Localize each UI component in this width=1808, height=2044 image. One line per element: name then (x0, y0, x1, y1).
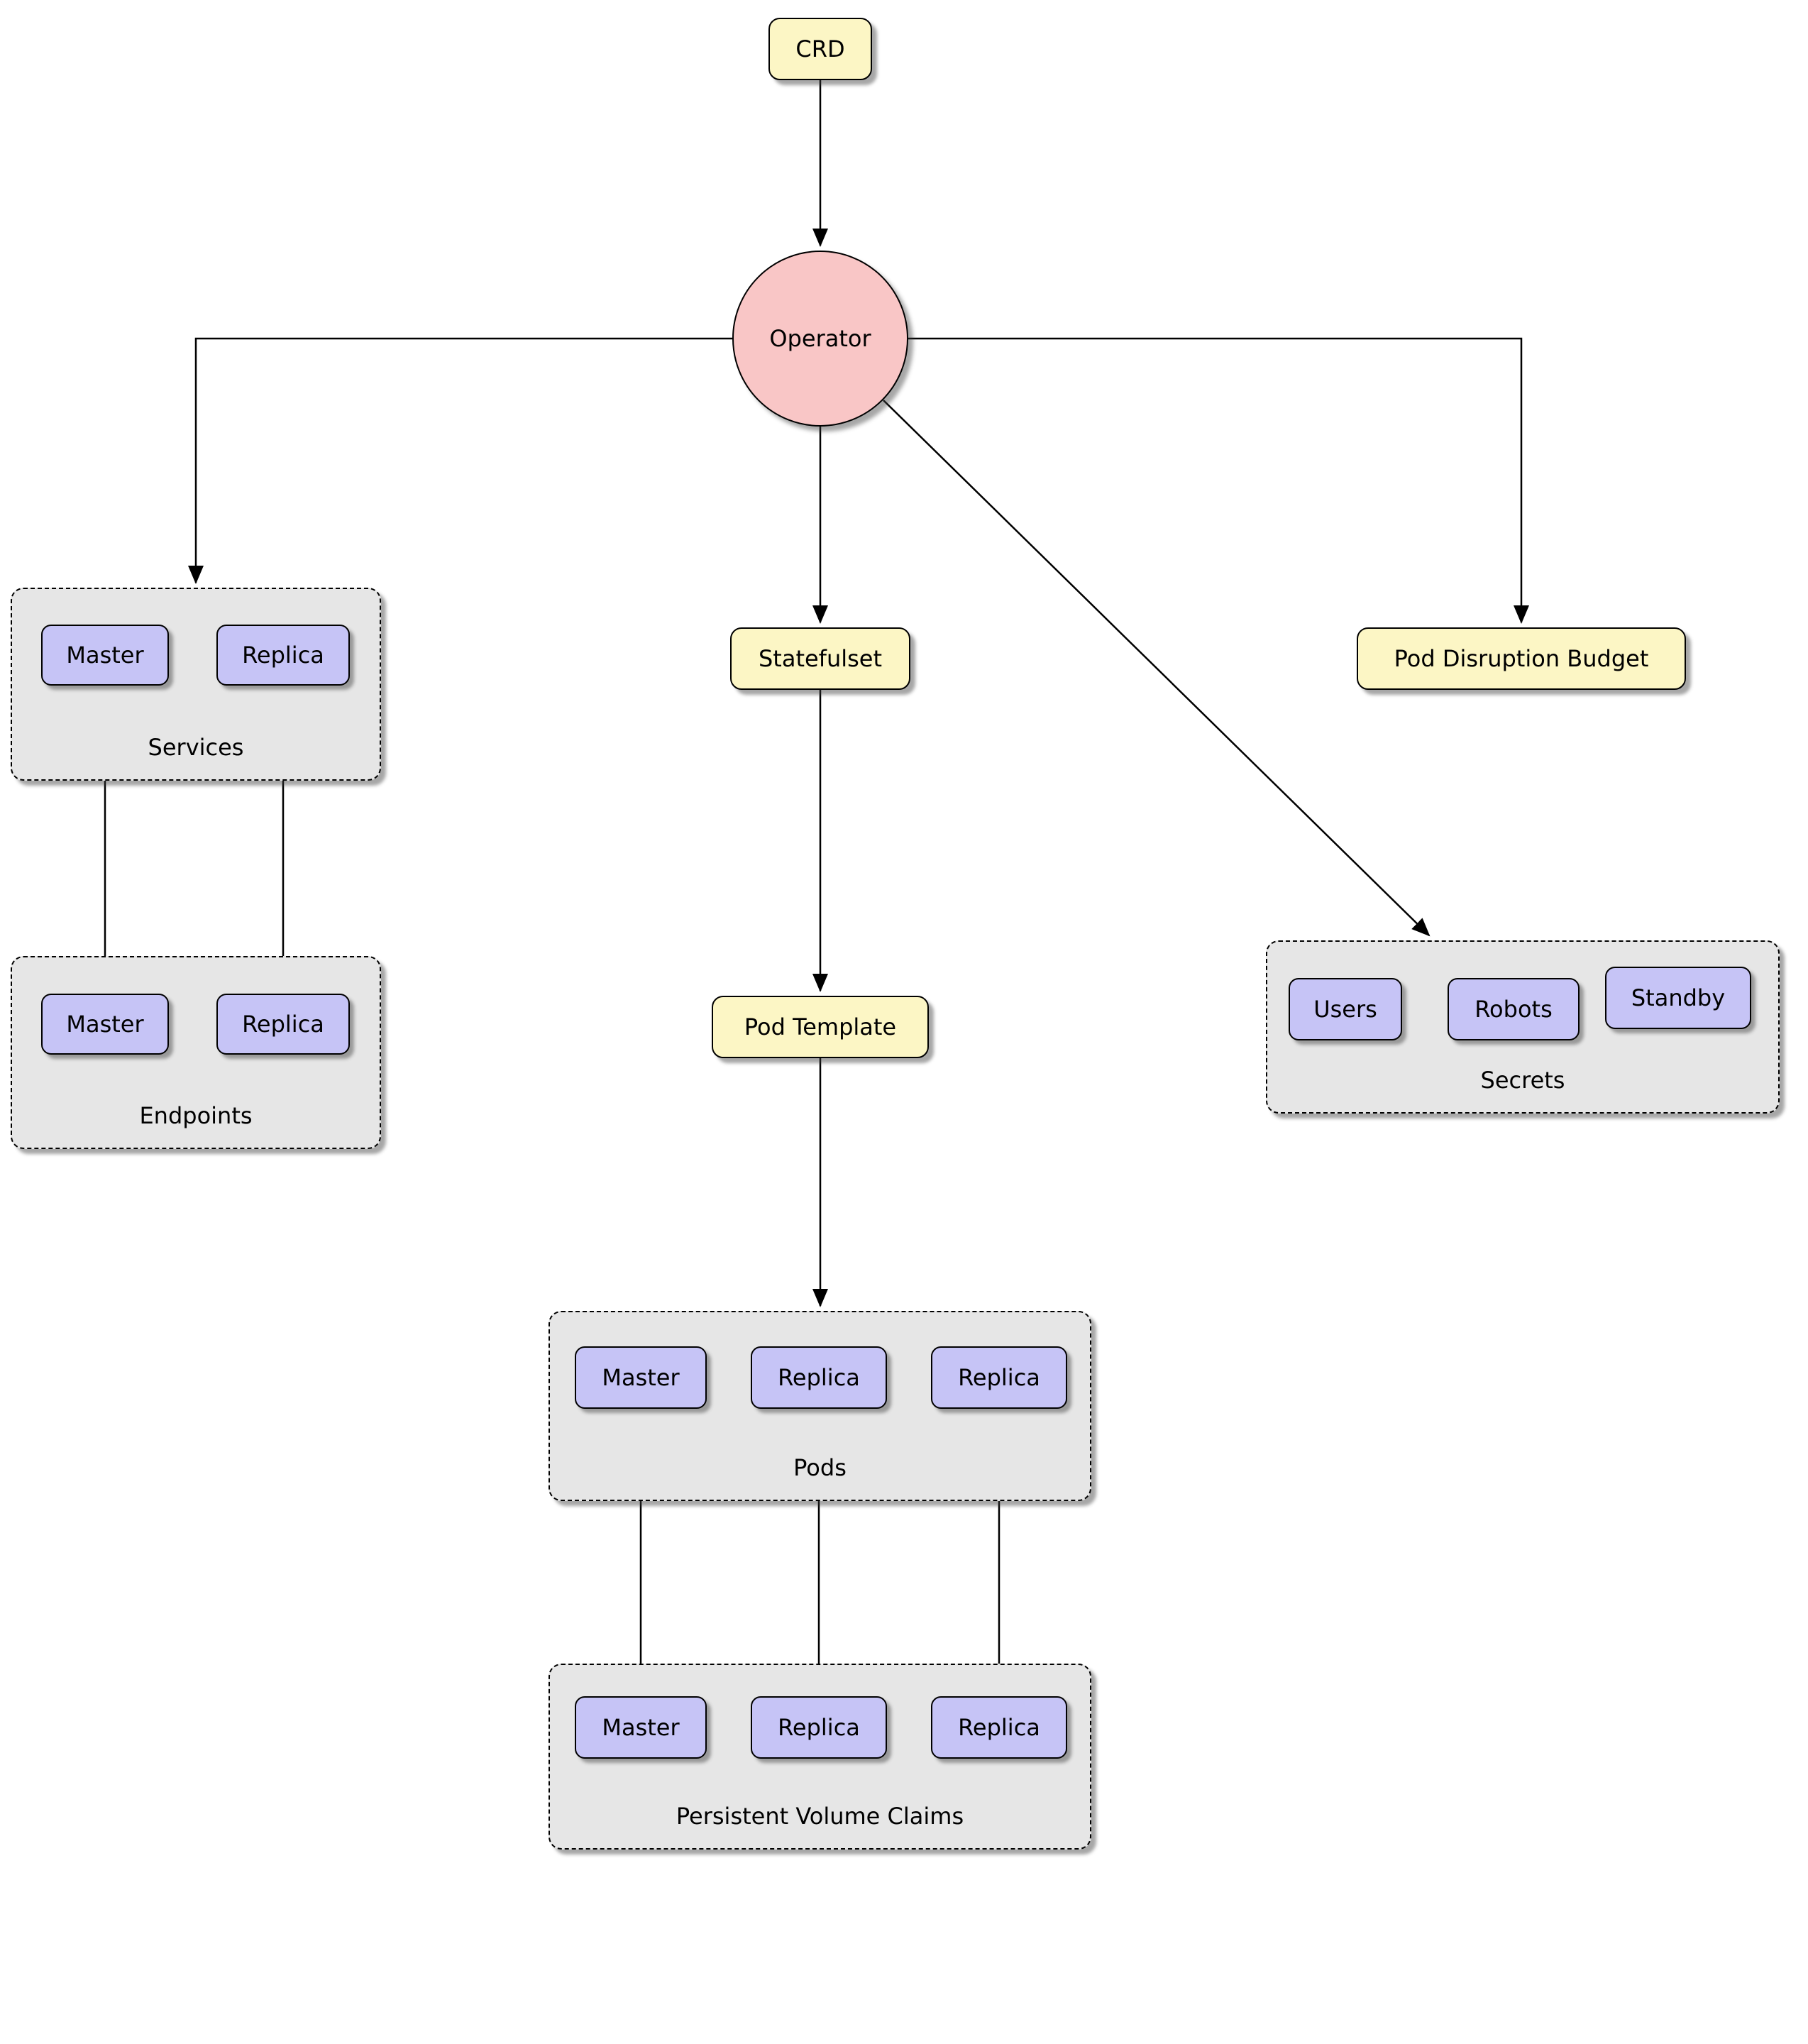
group-services-label: Services (148, 734, 244, 761)
node-endpoints-replica: Replica (216, 994, 350, 1055)
group-endpoints-label: Endpoints (139, 1102, 253, 1129)
node-operator: Operator (732, 251, 908, 427)
arrow-operator-to-pdb (908, 337, 1529, 624)
group-pvc-label: Persistent Volume Claims (676, 1803, 964, 1830)
node-pvc-master: Master (575, 1696, 707, 1759)
arrow-operator-to-services (188, 337, 732, 584)
node-pods-replica-1: Replica (751, 1346, 887, 1409)
node-secrets-standby: Standby (1605, 967, 1751, 1029)
node-statefulset: Statefulset (730, 627, 910, 690)
node-pod-disruption-budget: Pod Disruption Budget (1357, 627, 1686, 690)
group-pods-label: Pods (793, 1454, 847, 1481)
group-secrets-label: Secrets (1480, 1067, 1565, 1094)
node-pods-replica-2: Replica (931, 1346, 1067, 1409)
node-endpoints-master: Master (41, 994, 169, 1055)
node-services-replica: Replica (216, 625, 350, 686)
node-secrets-robots: Robots (1448, 978, 1580, 1040)
node-pvc-replica-1: Replica (751, 1696, 887, 1759)
node-crd: CRD (768, 18, 872, 80)
node-pods-master: Master (575, 1346, 707, 1409)
node-secrets-users: Users (1289, 978, 1402, 1040)
node-pod-template: Pod Template (712, 996, 929, 1058)
node-pvc-replica-2: Replica (931, 1696, 1067, 1759)
node-services-master: Master (41, 625, 169, 686)
arrow-operator-to-secrets (883, 400, 1431, 937)
